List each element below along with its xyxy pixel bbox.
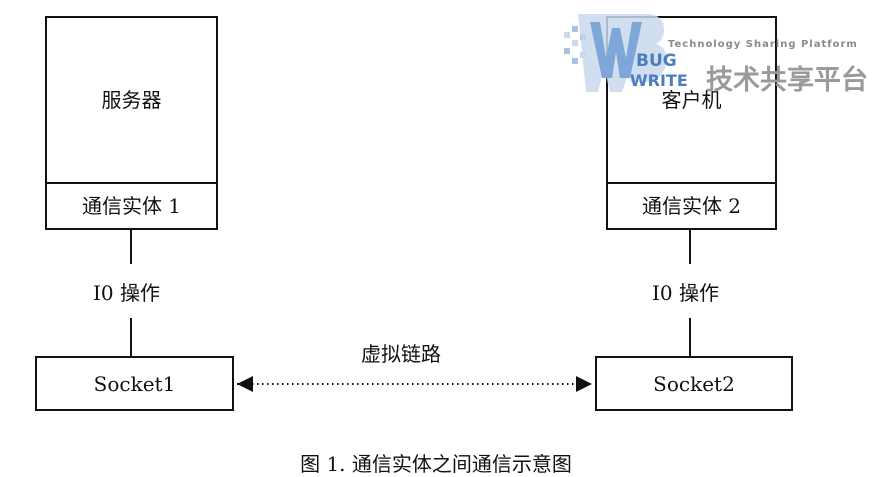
server-box: 服务器 bbox=[45, 16, 218, 184]
socket2-box: Socket2 bbox=[595, 356, 793, 411]
socket2-label: Socket2 bbox=[653, 371, 735, 396]
server-io-label: I0 操作 bbox=[93, 281, 160, 305]
server-entity-box: 通信实体 1 bbox=[45, 182, 218, 230]
client-entity-box: 通信实体 2 bbox=[606, 182, 777, 230]
server-title: 服务器 bbox=[101, 88, 162, 112]
socket1-box: Socket1 bbox=[35, 356, 234, 411]
client-entity-label: 通信实体 2 bbox=[641, 194, 742, 218]
client-title: 客户机 bbox=[661, 88, 722, 112]
client-io-label: I0 操作 bbox=[652, 281, 719, 305]
socket1-label: Socket1 bbox=[93, 371, 176, 396]
virtual-link-label: 虚拟链路 bbox=[361, 342, 441, 366]
figure-caption: 图 1. 通信实体之间通信示意图 bbox=[300, 452, 572, 476]
server-entity-label: 通信实体 1 bbox=[81, 194, 182, 218]
